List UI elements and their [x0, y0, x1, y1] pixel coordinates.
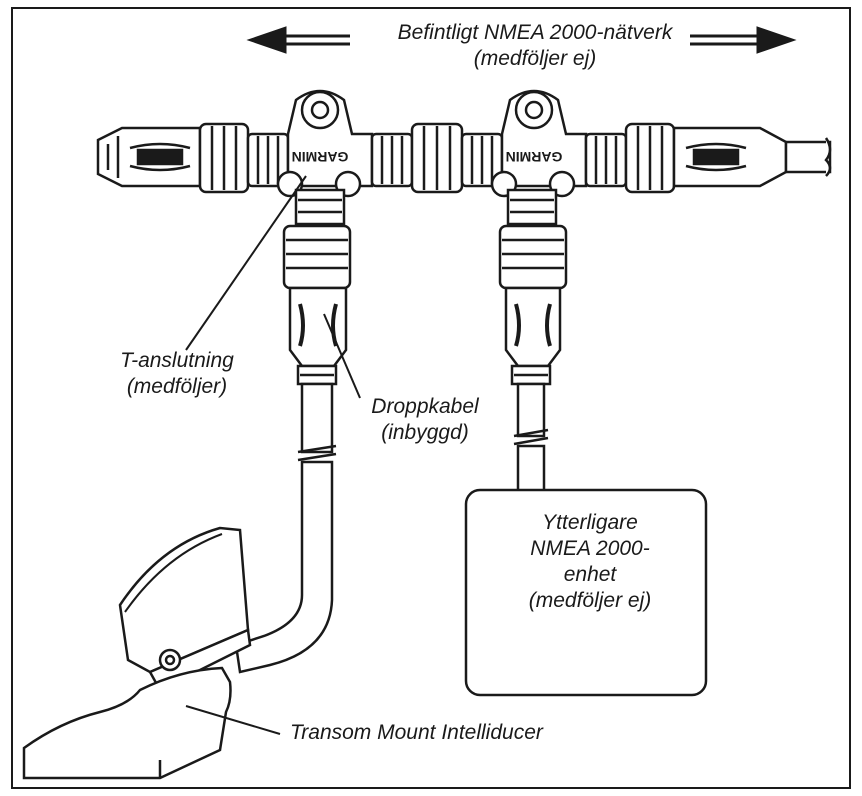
device-label-line1: Ytterligare	[542, 511, 638, 534]
tee-1-brand: GARMIN	[292, 149, 349, 165]
transducer	[22, 526, 281, 780]
backbone-coupler	[410, 122, 464, 194]
additional-device-box	[464, 488, 708, 697]
tee-label: T-anslutning (medföljer)	[92, 348, 262, 400]
tee-label-line2: (medföljer)	[126, 375, 228, 398]
backbone-right-end	[624, 122, 832, 194]
diagram-frame	[11, 7, 851, 789]
transducer-label: Transom Mount Intelliducer	[290, 721, 543, 744]
network-label-line2: (medföljer ej)	[473, 47, 597, 70]
tee-2-brand: GARMIN	[506, 149, 563, 165]
drop-cable-2	[498, 224, 568, 494]
drop-label-line1: Droppkabel	[371, 395, 479, 418]
device-label-line3: enhet	[563, 563, 617, 586]
device-label: Ytterligare NMEA 2000- enhet (medföljer …	[470, 510, 710, 614]
tee-connector-2	[460, 89, 628, 226]
network-arrow	[246, 26, 797, 54]
drop-cable-1	[234, 224, 352, 674]
leader-lines	[185, 175, 361, 399]
drop-label-line2: (inbyggd)	[381, 421, 469, 444]
drop-cable-label: Droppkabel (inbyggd)	[350, 394, 500, 446]
device-label-line2: NMEA 2000-	[530, 537, 650, 560]
device-label-line4: (medföljer ej)	[528, 589, 652, 612]
tee-label-line1: T-anslutning	[120, 349, 234, 372]
backbone-left-end	[96, 122, 250, 194]
network-label: Befintligt NMEA 2000-nätverk (medföljer …	[300, 20, 770, 72]
network-label-line1: Befintligt NMEA 2000-nätverk	[391, 20, 679, 46]
